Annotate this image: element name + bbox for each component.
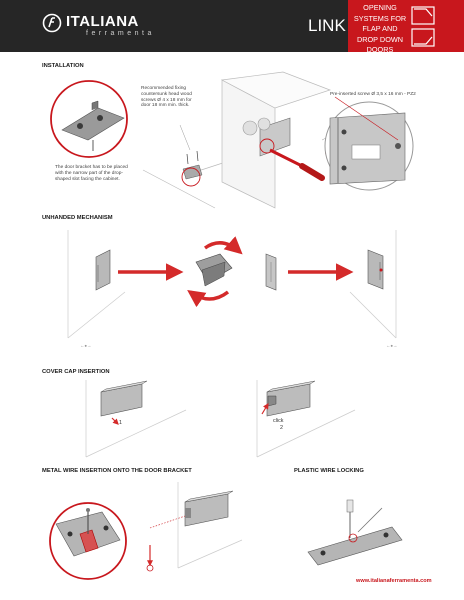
installation-cabinet — [142, 71, 335, 209]
unhanded-room-lines: ←●→ ←●→ — [67, 230, 397, 348]
fixing-screws-note: Recommended fixing countersunk head wood… — [141, 86, 231, 109]
cover-cap-step-2 — [256, 380, 356, 458]
svg-text:←●→: ←●→ — [386, 343, 397, 348]
note-line: Recommended fixing — [141, 86, 187, 91]
section-title-plastic-wire: PLASTIC WIRE LOCKING — [294, 468, 364, 474]
drop-down-door-icon — [411, 28, 435, 47]
mechanism-right — [367, 249, 384, 290]
category-line: OPENING — [363, 3, 397, 12]
brand-logo-icon — [42, 13, 62, 33]
note-line: screws Ø 4 x 18 mm for — [141, 97, 192, 103]
category-line: FLAP AND — [362, 24, 398, 33]
category-line: DOORS — [366, 45, 394, 54]
section-title-cover-cap: COVER CAP INSERTION — [42, 369, 110, 375]
brand-name: ITALIANA — [66, 13, 139, 30]
flap-door-icon — [411, 6, 435, 25]
website-url[interactable]: www.italianaferramenta.com — [356, 578, 432, 584]
step-2-label: 2 — [280, 425, 283, 431]
metal-wire-cabinet — [146, 482, 243, 572]
category-text: OPENING SYSTEMS FOR FLAP AND DROP DOWN D… — [352, 3, 408, 56]
note-line: shaped slot facing the cabinet. — [55, 176, 120, 182]
svg-text:←●→: ←●→ — [80, 343, 91, 348]
category-panel — [348, 0, 464, 52]
step-1-label: 1 — [119, 420, 122, 426]
product-name: LINK — [308, 16, 346, 35]
pre-inserted-screw-note: Pre-inserted screw Ø 3,5 x 16 mm - PZ2 — [330, 92, 416, 97]
note-line: door 18 mm min. thick. — [141, 103, 190, 109]
section-title-unhanded: UNHANDED MECHANISM — [42, 215, 113, 221]
cover-cap-step-1 — [85, 380, 187, 458]
section-title-installation: INSTALLATION — [42, 63, 84, 69]
mechanism-rotating — [195, 253, 233, 287]
note-line: with the narrow part of the drop- — [55, 170, 123, 176]
door-bracket-note: The door bracket has to be placed with t… — [55, 165, 167, 182]
section-title-metal-wire: METAL WIRE INSERTION ONTO THE DOOR BRACK… — [42, 468, 192, 474]
plastic-wire-plate — [307, 499, 403, 566]
rotate-arrow-top — [203, 236, 243, 255]
category-line: SYSTEMS FOR — [353, 13, 407, 23]
mechanism-flipped — [265, 253, 277, 291]
rotate-arrow-bottom — [187, 289, 230, 308]
installation-link-zoom — [324, 96, 414, 191]
click-label: click — [273, 418, 284, 424]
category-line: DROP DOWN — [356, 34, 404, 44]
brand-subtitle: ferramenta — [86, 30, 155, 37]
installation-bracket-zoom — [50, 80, 128, 158]
metal-wire-zoom — [49, 502, 127, 580]
mechanism-left — [95, 249, 111, 291]
note-line: countersunk head wood — [141, 91, 192, 97]
note-line: The door bracket has to be placed — [55, 165, 128, 170]
